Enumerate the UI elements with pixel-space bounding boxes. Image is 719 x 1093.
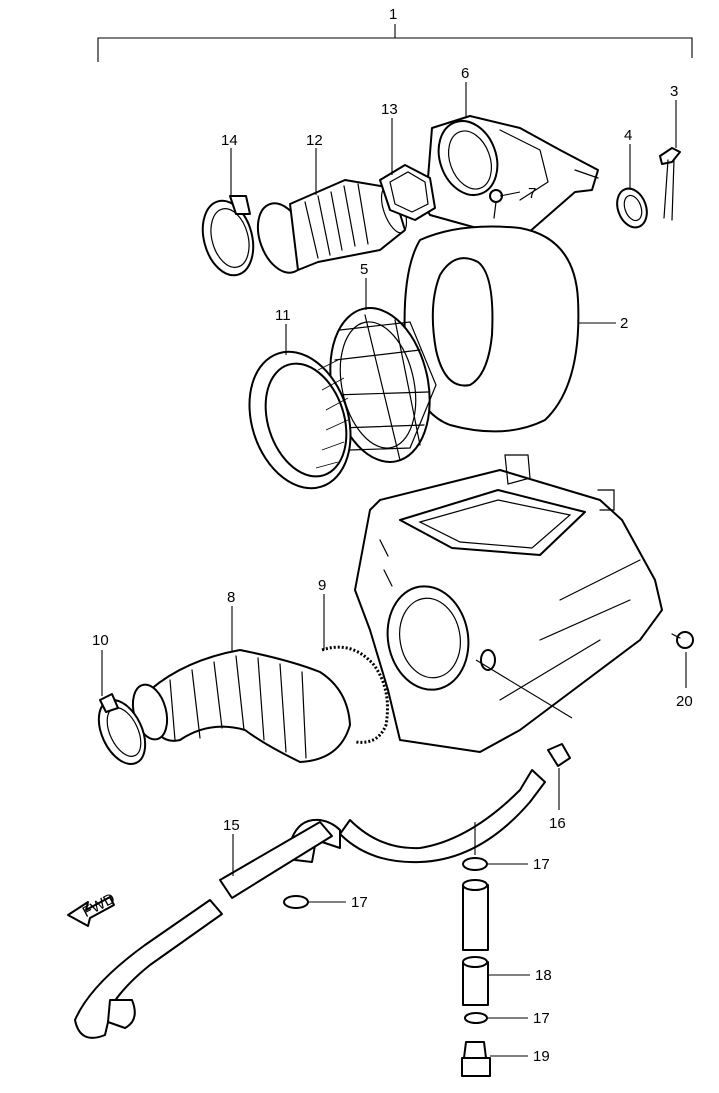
callout-1: 1 [389, 6, 397, 23]
part-17-clamp-a [462, 857, 488, 871]
breather-hose-upper [291, 769, 546, 864]
part-15-hose [74, 821, 333, 1039]
part-19-plug [461, 1041, 491, 1077]
callout-13: 13 [381, 101, 398, 118]
part-2-filter-element [403, 225, 580, 433]
callout-8: 8 [227, 589, 235, 606]
part-9-gasket [321, 645, 389, 744]
callout-16: 16 [549, 815, 566, 832]
callout-17-left: 17 [351, 894, 368, 911]
part-7-screw [489, 189, 503, 219]
callout-14: 14 [221, 132, 238, 149]
callout-12: 12 [306, 132, 323, 149]
part-18-tube [462, 879, 489, 1006]
callout-5: 5 [360, 261, 368, 278]
air-cleaner-case [354, 454, 663, 753]
callout-4: 4 [624, 127, 632, 144]
svg-text:FWD: FWD [80, 890, 118, 921]
callout-2: 2 [620, 315, 628, 332]
callout-17-lower: 17 [533, 1010, 550, 1027]
callout-10: 10 [92, 632, 109, 649]
part-14-clamp [201, 195, 255, 277]
part-13-seal [379, 164, 436, 221]
leader-lines [101, 82, 687, 1057]
part-4-collar [616, 187, 648, 229]
assembly-bracket [97, 24, 693, 62]
callout-numbers: 1 14 12 13 6 7 4 3 5 11 2 9 8 10 20 16 1… [92, 6, 693, 1065]
callout-20: 20 [676, 693, 693, 710]
part-17-clamp-c [464, 1012, 488, 1024]
part-6-top-cover [417, 115, 599, 241]
part-20-bolt [671, 631, 694, 649]
callout-11: 11 [275, 307, 291, 324]
part-11-ring [248, 350, 352, 490]
callout-19: 19 [533, 1048, 550, 1065]
callout-15: 15 [223, 817, 240, 834]
fwd-arrow: FWD [67, 890, 118, 927]
part-16-clip [547, 743, 571, 767]
callout-3: 3 [670, 83, 678, 100]
callout-6: 6 [461, 65, 469, 82]
callout-9: 9 [318, 577, 326, 594]
part-10-clamp [97, 693, 147, 765]
part-17-clamp-b [283, 895, 309, 909]
callout-17-upper: 17 [533, 856, 550, 873]
part-3-clip [659, 147, 681, 221]
callout-7: 7 [528, 185, 536, 202]
part-8-intake-duct [131, 649, 351, 763]
part-12-intake-boot [256, 179, 408, 274]
callout-18: 18 [535, 967, 552, 984]
